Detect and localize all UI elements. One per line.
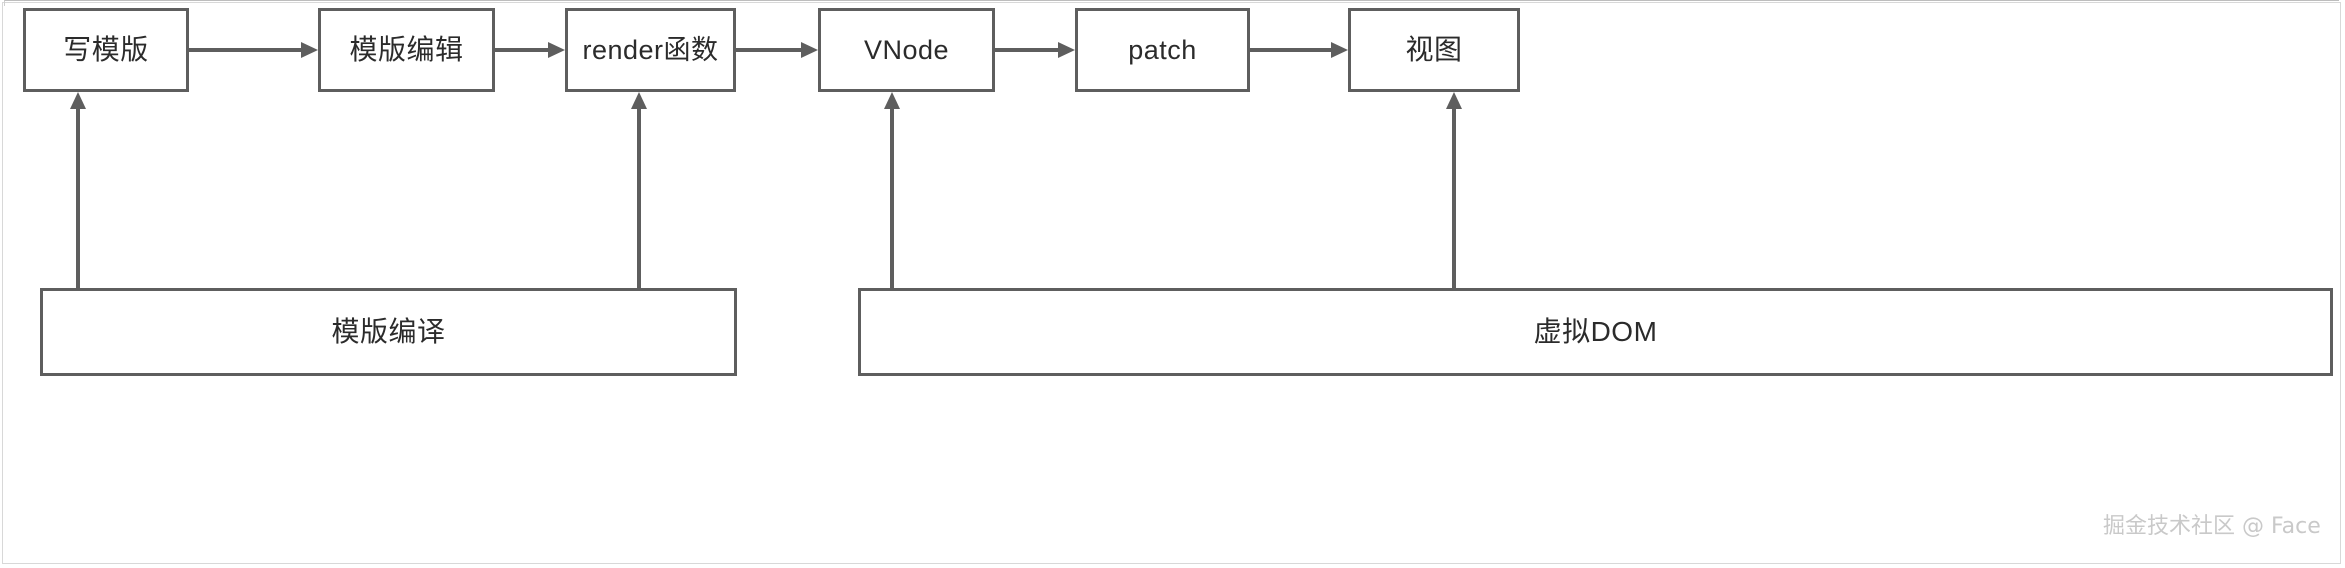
node-virtual-dom-label: 虚拟DOM [1533, 316, 1658, 347]
arrow-head-right-icon [548, 42, 565, 58]
node-virtual-dom[interactable]: 虚拟DOM [858, 288, 2333, 376]
arrow-head-right-icon [801, 42, 818, 58]
arrow-template-compile-to-render-function [629, 92, 649, 288]
node-template-edit[interactable]: 模版编辑 [318, 8, 495, 92]
node-render-function[interactable]: render函数 [565, 8, 736, 92]
arrow-template-edit-to-render-function [495, 40, 565, 60]
node-patch[interactable]: patch [1075, 8, 1250, 92]
arrow-virtual-dom-to-view [1444, 92, 1464, 288]
arrow-shaft [76, 107, 80, 288]
page-border-inner [4, 0, 2339, 6]
arrow-head-right-icon [301, 42, 318, 58]
arrow-write-template-to-template-edit [189, 40, 318, 60]
arrow-shaft [995, 48, 1058, 52]
arrow-shaft [890, 107, 894, 288]
arrow-head-right-icon [1331, 42, 1348, 58]
arrow-shaft [637, 107, 641, 288]
node-write-template-label: 写模版 [63, 34, 149, 65]
watermark-text: 掘金技术社区 @ Face [2103, 514, 2321, 539]
arrow-head-up-icon [70, 92, 86, 109]
node-patch-label: patch [1128, 34, 1197, 65]
arrow-head-up-icon [631, 92, 647, 109]
arrow-template-compile-to-write-template [68, 92, 88, 288]
arrow-head-right-icon [1058, 42, 1075, 58]
node-template-compile[interactable]: 模版编译 [40, 288, 737, 376]
arrow-render-function-to-vnode [736, 40, 818, 60]
arrow-head-up-icon [884, 92, 900, 109]
arrow-shaft [1250, 48, 1331, 52]
arrow-shaft [736, 48, 801, 52]
arrow-shaft [189, 48, 301, 52]
node-render-function-label: render函数 [582, 34, 719, 65]
node-vnode[interactable]: VNode [818, 8, 995, 92]
arrow-virtual-dom-to-vnode [882, 92, 902, 288]
node-write-template[interactable]: 写模版 [23, 8, 189, 92]
arrow-patch-to-view [1250, 40, 1348, 60]
node-view-label: 视图 [1405, 34, 1463, 65]
arrow-shaft [495, 48, 548, 52]
node-vnode-label: VNode [863, 34, 950, 65]
node-template-compile-label: 模版编译 [331, 316, 446, 347]
arrow-shaft [1452, 107, 1456, 288]
node-view[interactable]: 视图 [1348, 8, 1520, 92]
arrow-head-up-icon [1446, 92, 1462, 109]
arrow-vnode-to-patch [995, 40, 1075, 60]
node-template-edit-label: 模版编辑 [349, 34, 464, 65]
